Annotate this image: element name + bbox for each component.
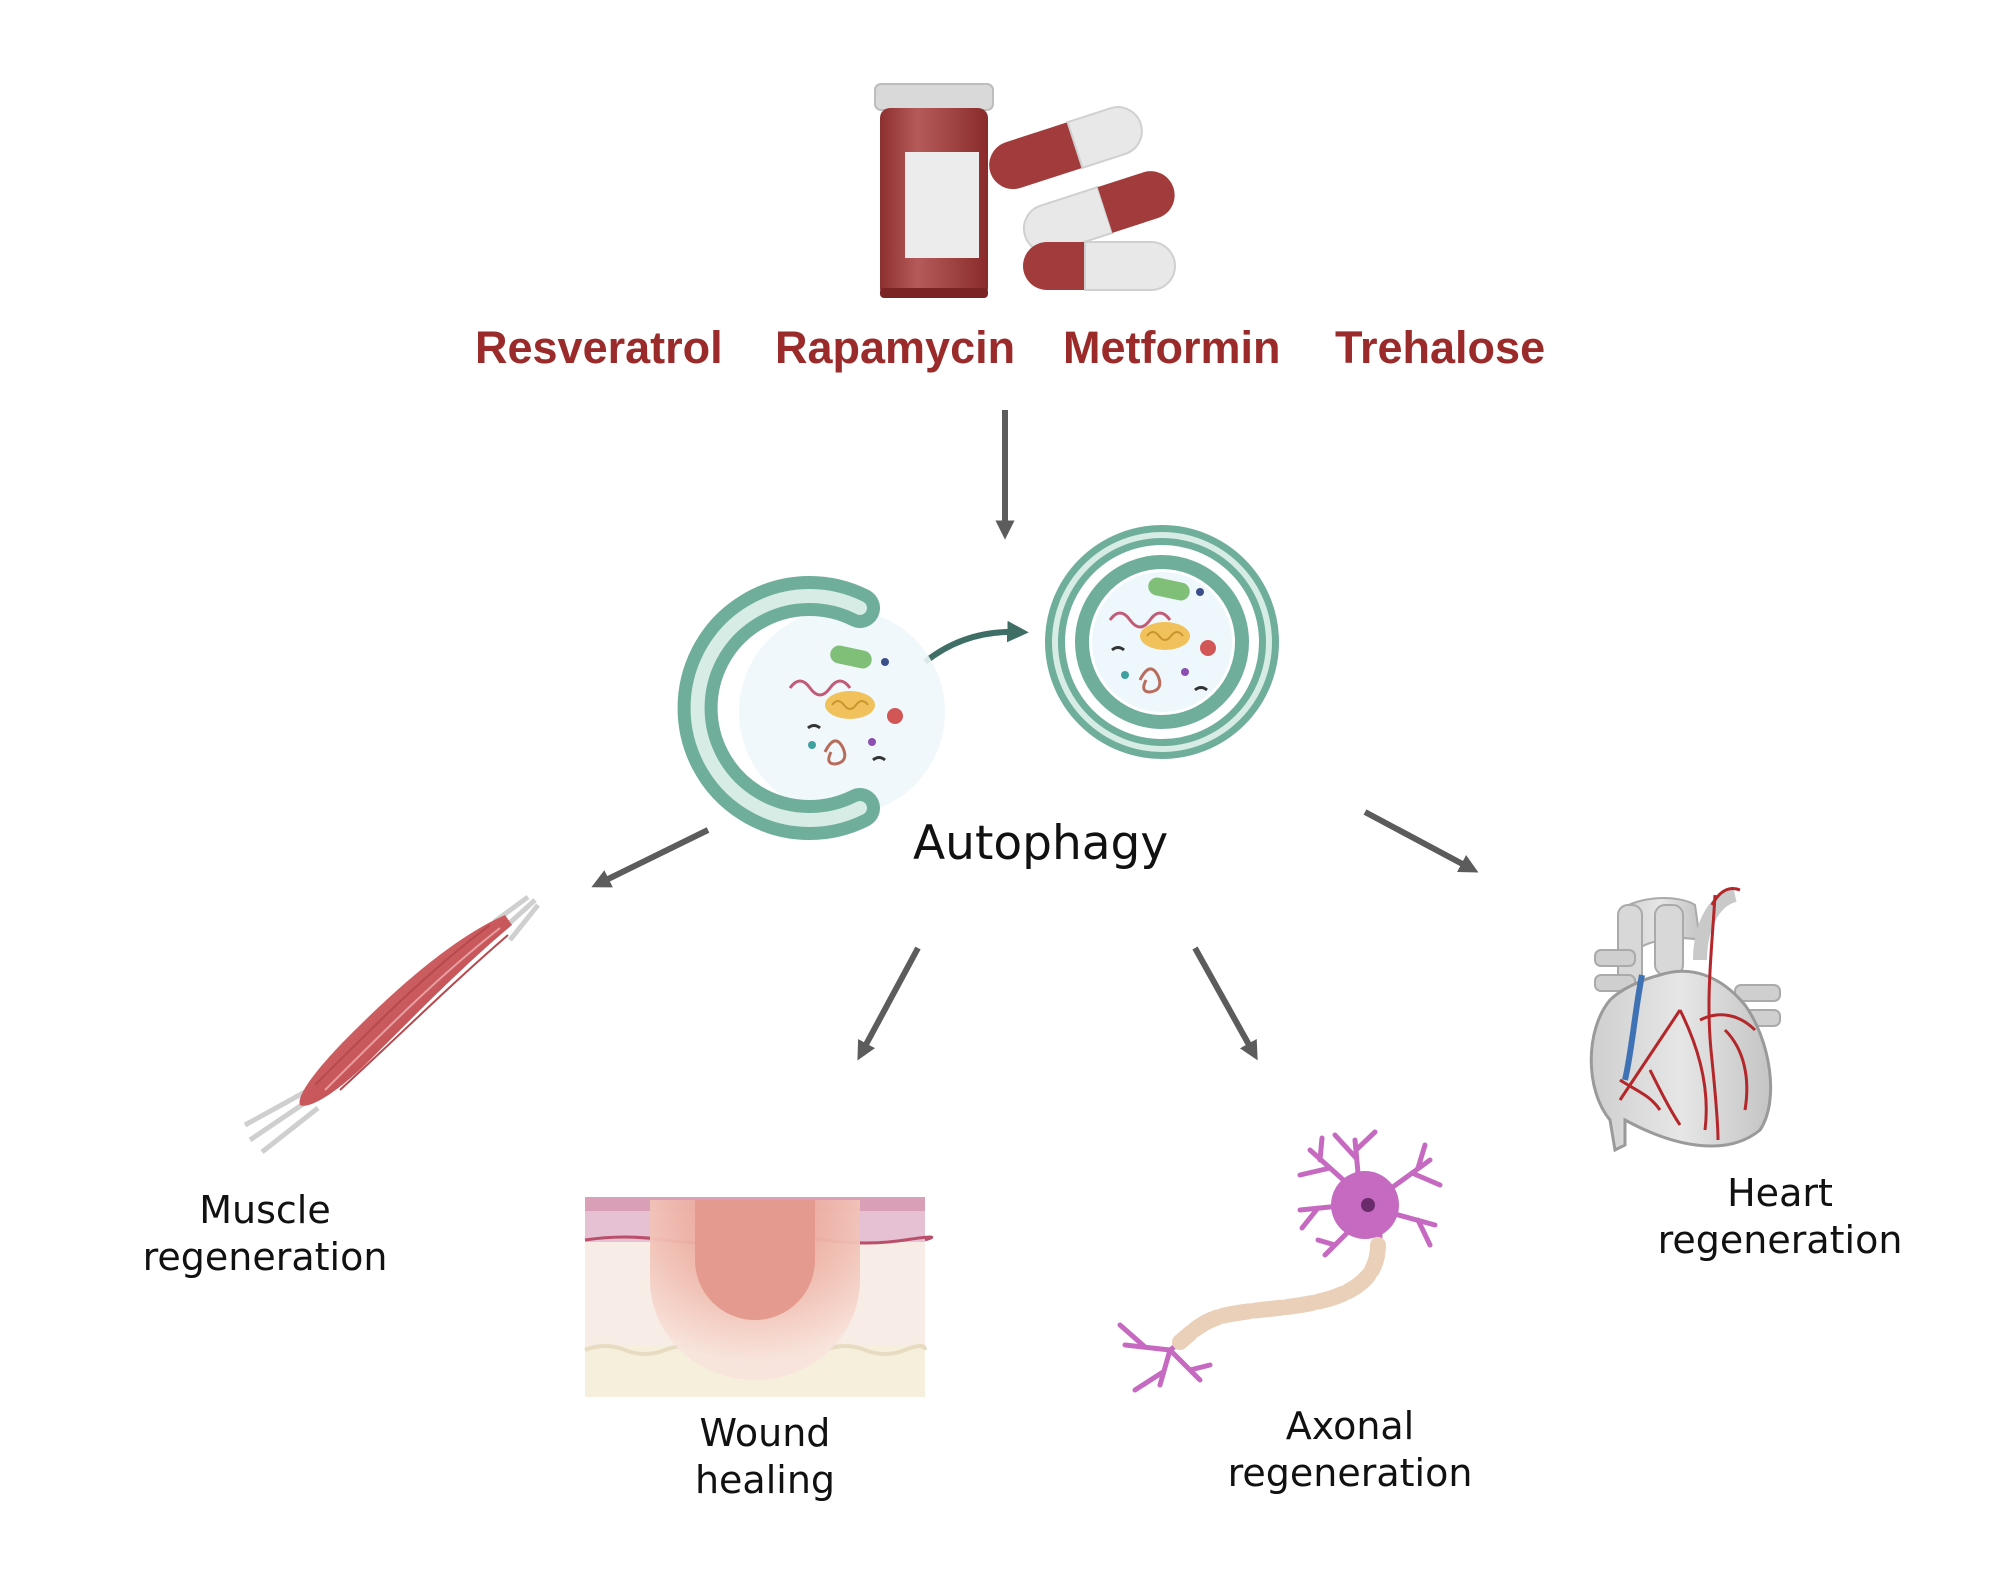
arrow-to-muscle (591, 827, 710, 888)
muscle-regeneration-label: Muscle regeneration (125, 1187, 405, 1281)
heart-regeneration-label: Heart regeneration (1640, 1170, 1920, 1264)
muscle-label-line-2: regeneration (142, 1235, 388, 1279)
arrow-phagophore-to-autophagosome (923, 620, 1029, 665)
heart-label-line-1: Heart (1727, 1171, 1833, 1215)
arrow-to-heart (1363, 809, 1479, 873)
myelin-sheath-icon (1172, 1237, 1386, 1350)
arrow-to-axon (1192, 946, 1258, 1061)
arrow-to-wound (857, 946, 921, 1061)
drug-label-rapamycin: Rapamycin (775, 322, 1016, 373)
muscle-icon (243, 894, 540, 1154)
drug-label-metformin: Metformin (1063, 322, 1281, 373)
axonal-label-line-2: regeneration (1227, 1451, 1473, 1495)
phagophore-icon (677, 576, 945, 840)
wound-label-line-2: healing (694, 1458, 836, 1502)
heart-label-line-2: regeneration (1657, 1218, 1903, 1262)
nucleus-icon (1361, 1198, 1375, 1212)
wound-label-line-1: Wound (699, 1411, 831, 1455)
autophagy-label: Autophagy (913, 816, 1169, 871)
drug-label-resveratrol: Resveratrol (475, 322, 723, 373)
axonal-regeneration-label: Axonal regeneration (1210, 1403, 1490, 1497)
autophagosome-icon (1045, 525, 1279, 759)
heart-icon (1589, 887, 1781, 1153)
wound-skin-icon (584, 1197, 934, 1397)
pill-bottle-icon (874, 83, 994, 298)
drug-label-trehalose: Trehalose (1335, 322, 1546, 373)
capsule-icon (989, 106, 1176, 291)
muscle-label-line-1: Muscle (199, 1188, 331, 1232)
neuron-icon (1117, 1129, 1443, 1393)
axonal-label-line-1: Axonal (1285, 1404, 1415, 1448)
wound-healing-label: Wound healing (625, 1410, 905, 1504)
